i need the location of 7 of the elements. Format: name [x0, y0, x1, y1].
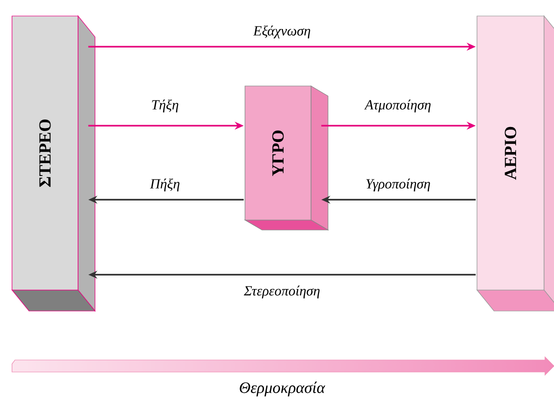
edge-label: Τήξη	[150, 98, 180, 114]
axis-label: Θερμοκρασία	[240, 382, 326, 396]
edge-label: Εξάχνωση	[252, 24, 312, 40]
edge-label: Στερεοποίηση	[242, 284, 322, 300]
edge-label: Ατμοποίηση	[364, 98, 432, 114]
edge-label: Υγροποίηση	[364, 178, 432, 192]
edge-label: Πήξη	[149, 178, 181, 192]
